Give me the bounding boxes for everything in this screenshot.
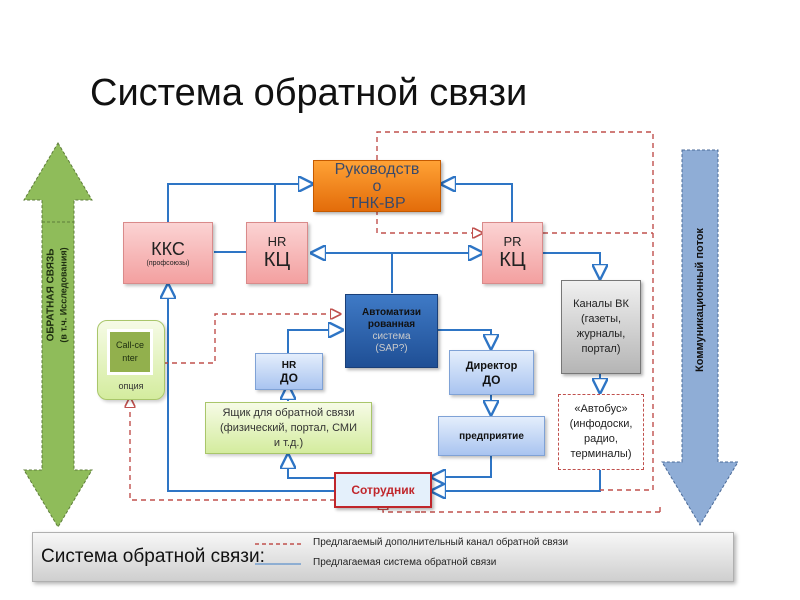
communication-arrow-label: Коммуникационный поток: [694, 228, 706, 372]
line-enterprise-to-employee: [432, 456, 492, 477]
call-center-line2: nter: [122, 353, 138, 363]
bus-line1: «Автобус»: [574, 403, 628, 415]
auto-line2: рованная: [367, 319, 416, 330]
hr-do-line2: ДО: [280, 370, 298, 385]
call-center-caption: опция: [118, 381, 144, 391]
node-director-do[interactable]: Директор ДО: [449, 350, 534, 395]
feedback-box-line2: (физический, портал, СМИ: [219, 421, 357, 434]
hr-kc-line1: HR: [267, 234, 287, 249]
node-enterprise[interactable]: предприятие: [438, 416, 545, 456]
management-line3: ТНК-ВР: [348, 194, 406, 212]
node-hr-kc[interactable]: HR КЦ: [246, 222, 308, 284]
node-hr-do[interactable]: HR ДО: [255, 353, 323, 390]
auto-line4: (SAP?): [375, 343, 408, 354]
director-line2: ДО: [482, 372, 501, 387]
director-line1: Директор: [465, 359, 518, 372]
page-title: Система обратной связи: [90, 72, 528, 114]
legend-swatches: [255, 543, 301, 565]
line-bus-to-employee: [432, 470, 601, 491]
legend-solid-label: Предлагаемая система обратной связи: [313, 557, 497, 568]
node-bus[interactable]: «Автобус» (инфодоски, радио, терминалы): [558, 394, 644, 470]
dashed-employee-to-callcenter: [130, 398, 335, 501]
communication-flow-arrow: [661, 149, 739, 526]
line-kks-to-management: [167, 184, 312, 222]
channels-line2: (газеты,: [580, 313, 622, 325]
line-auto-to-director: [438, 329, 491, 348]
hr-kc-line2: КЦ: [263, 249, 291, 271]
management-line1: Руководств: [334, 160, 420, 178]
bus-line3: радио,: [584, 433, 618, 445]
node-management[interactable]: Руководств о ТНК-ВР: [313, 160, 441, 212]
legend-dashed-label: Предлагаемый дополнительный канал обратн…: [313, 537, 569, 548]
kks-title: ККС: [151, 239, 185, 259]
employee-label: Сотрудник: [351, 483, 415, 497]
pr-kc-line2: КЦ: [499, 249, 526, 271]
line-hrdo-to-auto: [287, 330, 342, 353]
line-prkc-to-channels: [543, 252, 600, 278]
node-call-center[interactable]: Call-ce nter опция: [97, 320, 165, 400]
node-kks[interactable]: ККС (профсоюзы): [123, 222, 213, 284]
call-center-line1: Call-ce: [115, 340, 144, 350]
bus-line2: (инфодоски,: [569, 418, 633, 430]
node-employee[interactable]: Сотрудник: [334, 472, 432, 508]
channels-line1: Каналы ВК: [573, 298, 629, 310]
pr-kc-line1: PR: [503, 234, 522, 249]
line-employee-to-feedback: [288, 455, 335, 479]
feedback-box-line3: и т.д.): [273, 436, 304, 449]
bus-line4: терминалы): [570, 448, 632, 460]
communication-arrow-label-wrap: Коммуникационный поток: [676, 200, 724, 400]
dashed-management-loop: [376, 131, 654, 491]
line-employee-to-kks: [168, 285, 335, 492]
auto-line3: система: [372, 331, 411, 342]
feedback-box-line1: Ящик для обратной связи: [222, 406, 355, 419]
feedback-double-arrow: [23, 142, 93, 528]
enterprise-label: предприятие: [459, 430, 524, 442]
dashed-management-to-prkc: [376, 210, 482, 233]
line-prkc-to-management: [442, 184, 513, 222]
feedback-arrow-line1: ОБРАТНАЯ СВЯЗЬ: [46, 248, 57, 342]
legend-title: Система обратной связи:: [41, 546, 265, 567]
auto-line1: Автоматизи: [362, 307, 421, 318]
feedback-arrow-label: ОБРАТНАЯ СВЯЗЬ (в т.ч. Исследования): [34, 195, 82, 395]
channels-line4: портал): [581, 343, 621, 355]
hr-do-line1: HR: [281, 359, 297, 371]
kks-subtitle: (профсоюзы): [146, 260, 190, 267]
legend: Система обратной связи: Предлагаемый доп…: [32, 532, 734, 582]
management-line2: о: [372, 177, 382, 195]
feedback-arrow-line2: (в т.ч. Исследования): [59, 247, 69, 343]
channels-line3: журналы,: [576, 328, 626, 340]
dashed-callcenter-to-auto: [163, 314, 340, 364]
node-pr-kc[interactable]: PR КЦ: [482, 222, 543, 284]
node-channels-vk[interactable]: Каналы ВК (газеты, журналы, портал): [561, 280, 641, 374]
node-feedback-box[interactable]: Ящик для обратной связи (физический, пор…: [205, 402, 372, 454]
call-center-inner: Call-ce nter: [107, 329, 153, 375]
node-auto-system[interactable]: Автоматизи рованная система (SAP?): [345, 294, 438, 368]
